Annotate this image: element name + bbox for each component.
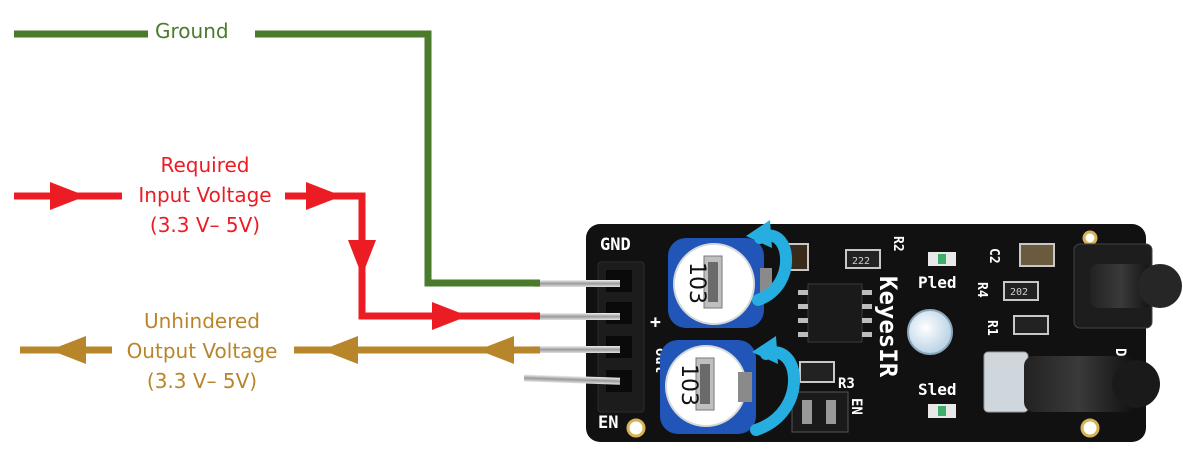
arrow-left-icon (50, 336, 86, 364)
ground-wire (14, 30, 540, 287)
silk-plus: + (650, 312, 661, 333)
arrow-left-icon (322, 336, 358, 364)
pin-gnd (534, 280, 620, 287)
pin-en (523, 374, 621, 385)
ic-chip (798, 283, 872, 343)
arrow-right-icon (50, 182, 86, 210)
input-label-line1: Required (160, 153, 250, 177)
silk-r2: R2 (890, 236, 905, 252)
smd-resistor-r1 (1013, 315, 1049, 335)
ir-emitter (983, 351, 1160, 413)
potentiometer-top: 103 (668, 238, 772, 328)
rotate-arrow-head-icon (752, 336, 778, 364)
arrow-down-icon (348, 240, 376, 276)
mounting-hole (1080, 418, 1100, 438)
silk-r1: R1 (984, 320, 999, 336)
output-label-line2: Output Voltage (126, 339, 278, 363)
silk-pled: Pled (918, 273, 957, 292)
pot-code-bottom: 103 (676, 364, 701, 406)
silk-brand: KeyesIR (874, 276, 902, 378)
pin-plus (534, 313, 620, 320)
silk-c2: C2 (986, 248, 1001, 264)
input-label-line3: (3.3 V– 5V) (149, 213, 261, 237)
ground-label-text: Ground (155, 19, 229, 43)
smd-resistor-r2 (845, 249, 881, 269)
silk-sled: Sled (918, 380, 957, 399)
indicator-led (907, 309, 953, 355)
en-jumper (791, 391, 849, 433)
pot-code-top: 103 (684, 262, 709, 304)
silk-r3: R3 (838, 376, 855, 392)
silk-en: EN (598, 413, 618, 433)
input-voltage-label: Required Input Voltage (3.3 V– 5V) (125, 150, 285, 240)
arrow-left-icon (478, 336, 514, 364)
ir-sensor-board: GND + out EN R2 Pled C2 R4 R1 KeyesIR R3… (523, 220, 1182, 442)
ground-label: Ground (149, 16, 235, 46)
input-label-line2: Input Voltage (138, 183, 272, 207)
output-label-line3: (3.3 V– 5V) (146, 369, 258, 393)
smd-code-222: 222 (852, 256, 870, 267)
rotate-arrow-head-icon (746, 220, 772, 248)
output-label-line1: Unhindered (143, 309, 260, 333)
output-voltage-label: Unhindered Output Voltage (3.3 V– 5V) (112, 306, 292, 396)
ir-receiver (1073, 243, 1182, 329)
arrow-right-icon (432, 302, 468, 330)
mounting-hole (626, 418, 646, 438)
smd-code-202: 202 (1010, 287, 1028, 298)
arrow-right-icon (306, 182, 342, 210)
smd-capacitor-c2 (1019, 243, 1055, 267)
mounting-hole (1082, 230, 1098, 246)
smd-resistor-r3 (799, 361, 835, 383)
smd-resistor-r4 (1003, 281, 1039, 301)
pin-out (534, 346, 620, 353)
silk-gnd: GND (600, 235, 631, 255)
silk-r4: R4 (974, 282, 989, 298)
silk-en-jumper: EN (848, 398, 864, 415)
potentiometer-bottom: 103 (660, 340, 756, 434)
